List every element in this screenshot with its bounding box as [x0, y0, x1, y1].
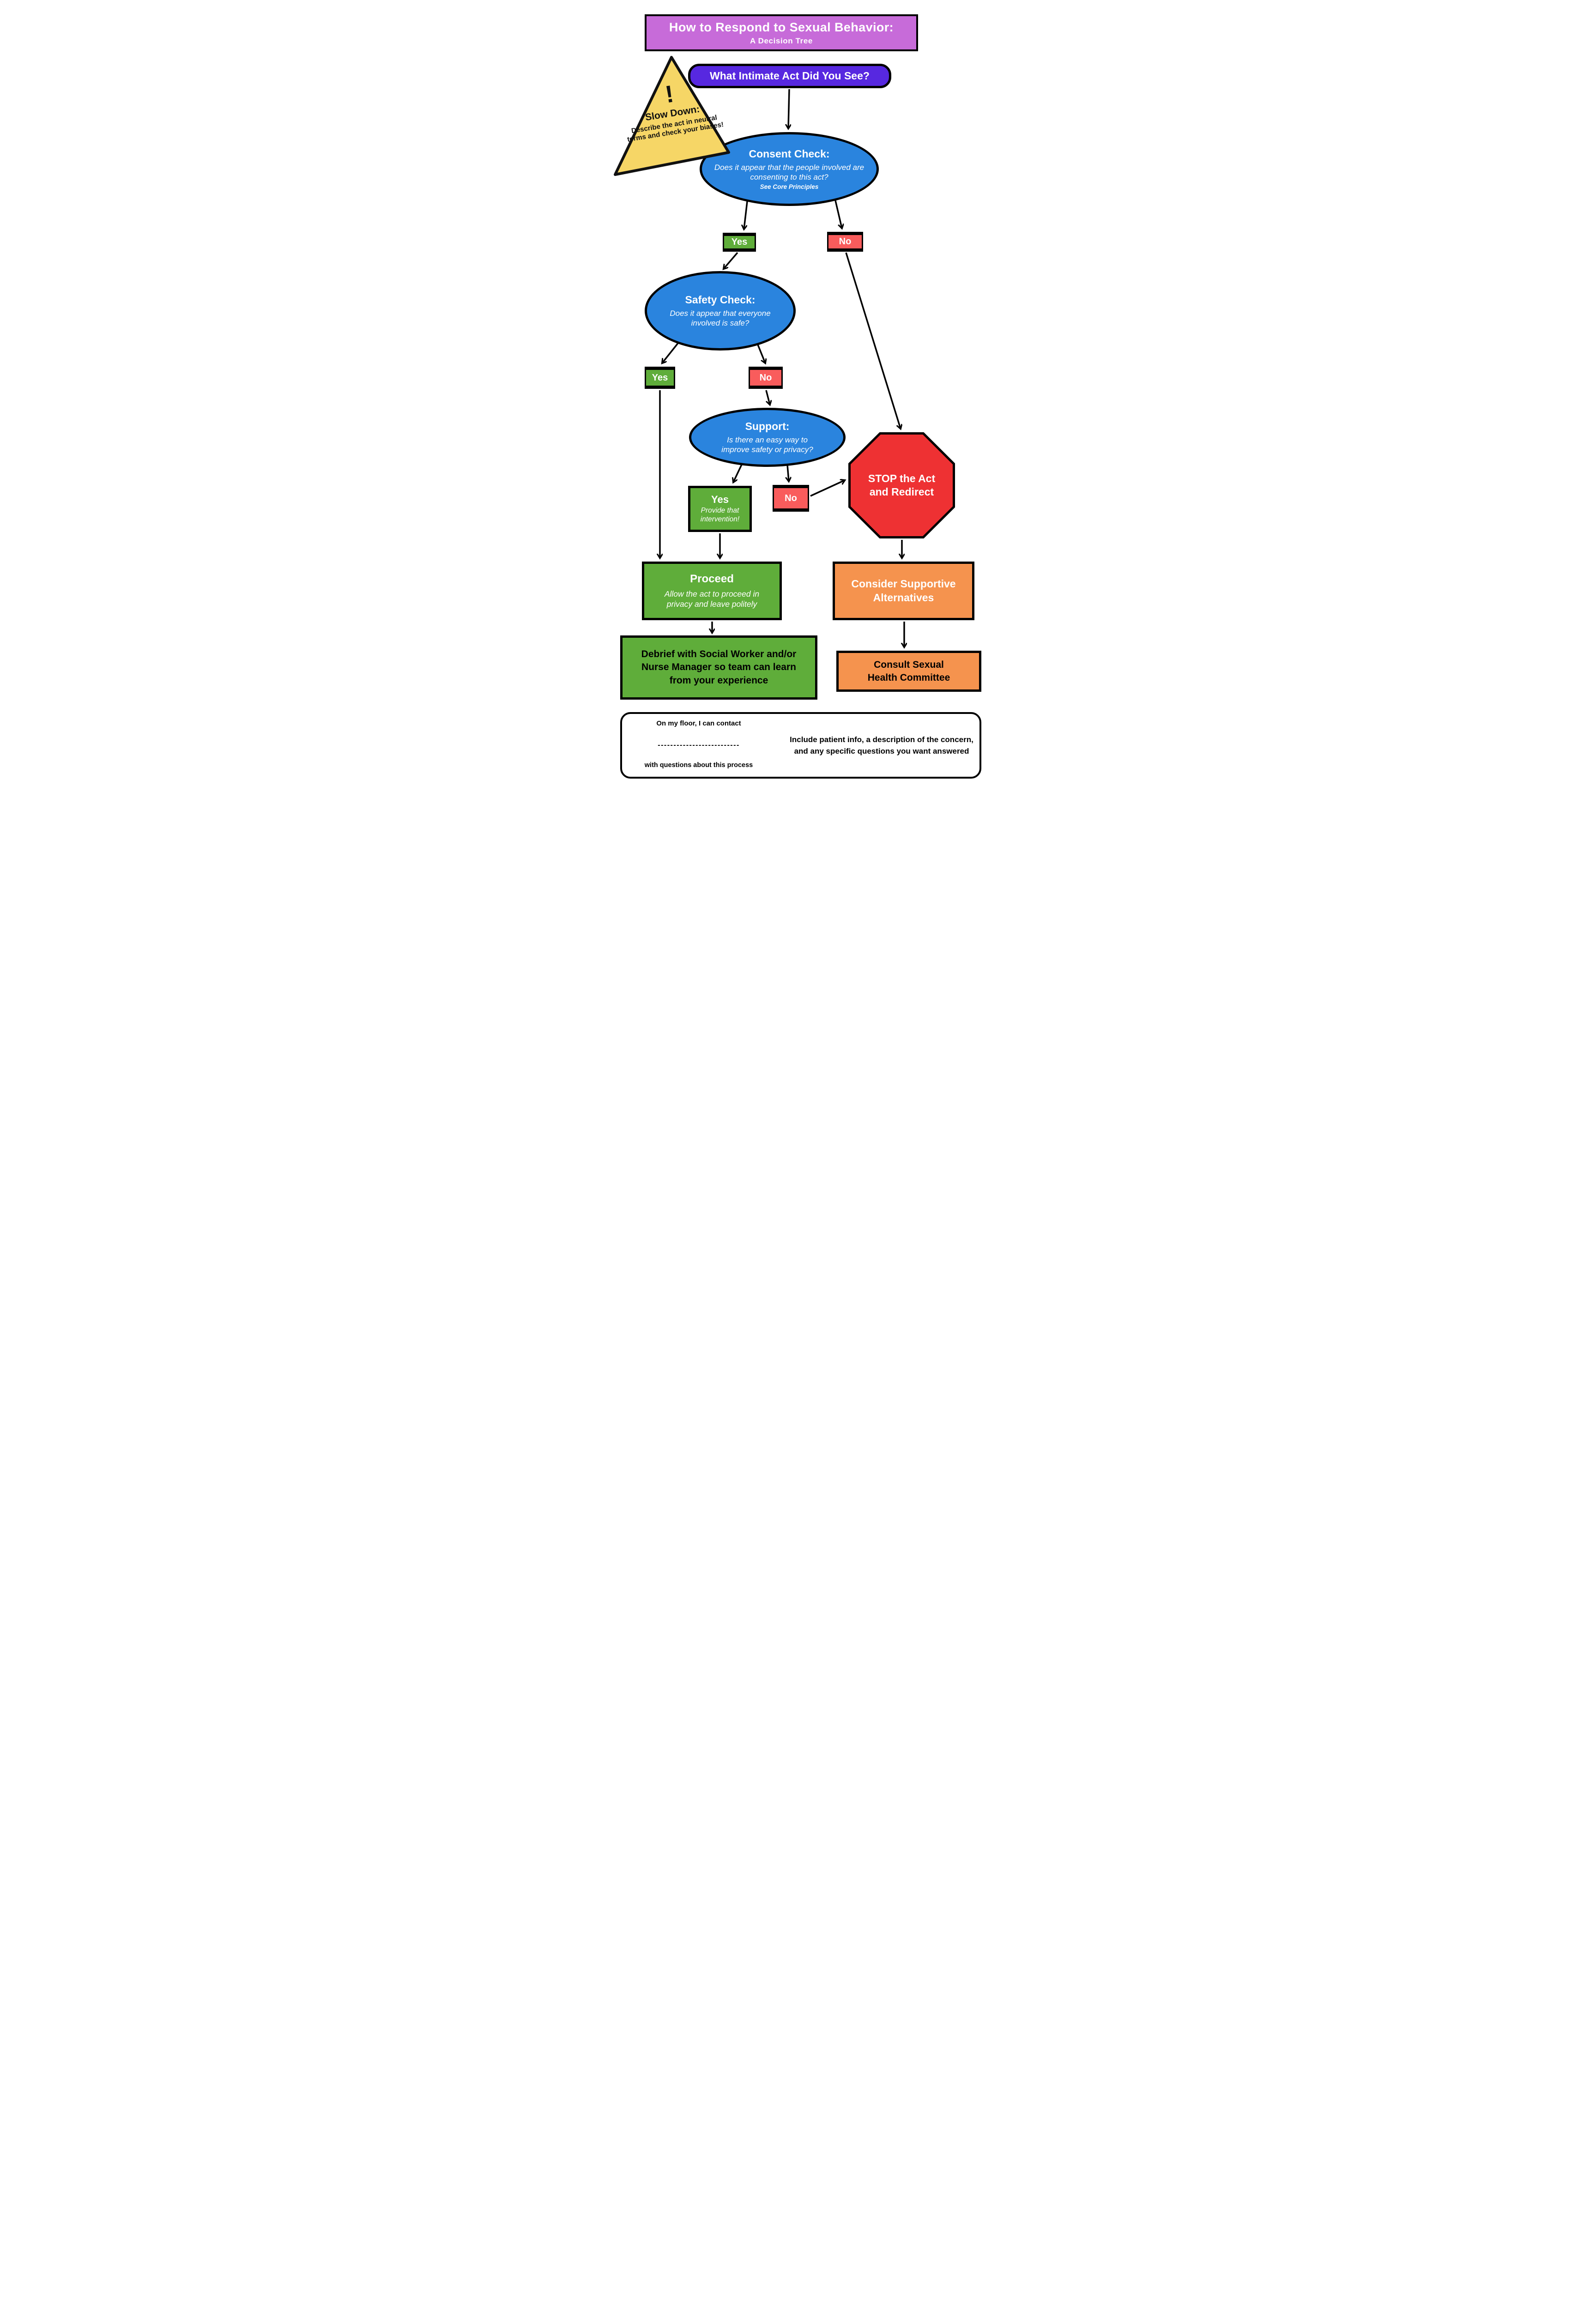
- proceed-sub: Allow the act to proceed in privacy and …: [664, 589, 760, 609]
- footer-contact-card: On my floor, I can contact -------------…: [620, 712, 981, 779]
- arrow-support-to-yes: [733, 463, 743, 482]
- yes-label: Yes: [711, 494, 729, 506]
- intervention-note: Provide that intervention!: [700, 507, 740, 523]
- node-support-no: No: [773, 485, 809, 512]
- octagon-fill: [851, 435, 953, 536]
- safety-title: Safety Check:: [685, 293, 756, 306]
- safety-question: Does it appear that everyone involved is…: [670, 308, 771, 327]
- slow-down-warning: ! Slow Down: Describe the act in neutral…: [612, 54, 732, 178]
- footer-contact-block: On my floor, I can contact -------------…: [634, 719, 763, 769]
- node-safety-no: No: [749, 367, 783, 389]
- yes-label: Yes: [652, 372, 668, 383]
- node-consent-no: No: [827, 232, 863, 252]
- arrow-consent-to-yes: [744, 201, 748, 229]
- node-intimate-act-question: What Intimate Act Did You See?: [688, 64, 891, 88]
- node-stop-octagon: STOP the Act and Redirect: [848, 432, 955, 538]
- arrow-consent-to-no: [834, 198, 842, 228]
- title-banner: How to Respond to Sexual Behavior: A Dec…: [645, 14, 918, 51]
- warning-triangle-icon: [614, 56, 730, 176]
- node-consent-yes: Yes: [723, 233, 756, 252]
- contact-line-1: On my floor, I can contact: [656, 719, 741, 727]
- alternatives-label: Consider Supportive Alternatives: [851, 577, 956, 604]
- node-safety-yes: Yes: [645, 367, 675, 389]
- arrow-question-to-consent: [788, 89, 789, 128]
- node-support: Support: Is there an easy way to improve…: [689, 408, 846, 467]
- footer-note-block: Include patient info, a description of t…: [785, 714, 979, 777]
- proceed-title: Proceed: [690, 572, 734, 585]
- node-proceed: Proceed Allow the act to proceed in priv…: [642, 562, 782, 620]
- no-label: No: [839, 236, 852, 247]
- arrow-no-to-stop-side: [810, 480, 845, 497]
- arrow-safety-to-no: [756, 343, 765, 363]
- stop-label: STOP the Act and Redirect: [868, 472, 936, 498]
- node-consult-committee: Consult Sexual Health Committee: [836, 651, 981, 692]
- arrow-safety-to-yes: [662, 342, 679, 363]
- support-question: Is there an easy way to improve safety o…: [721, 435, 813, 454]
- node-support-yes: Yes Provide that intervention!: [688, 486, 752, 532]
- consent-question: Does it appear that the people involved …: [714, 163, 864, 181]
- node-debrief: Debrief with Social Worker and/or Nurse …: [620, 635, 817, 700]
- committee-label: Consult Sexual Health Committee: [867, 659, 950, 683]
- decision-tree-poster: How to Respond to Sexual Behavior: A Dec…: [598, 0, 998, 798]
- arrow-yes-to-safety: [724, 252, 738, 269]
- arrow-no-to-stop: [845, 252, 901, 429]
- contact-blank-line: --------------------------: [658, 741, 740, 749]
- support-title: Support:: [745, 420, 790, 432]
- no-label: No: [785, 493, 797, 503]
- node-label: What Intimate Act Did You See?: [710, 70, 870, 82]
- node-safety-check: Safety Check: Does it appear that everyo…: [645, 271, 796, 351]
- poster-title: How to Respond to Sexual Behavior:: [669, 20, 894, 34]
- consent-note: See Core Principles: [760, 183, 819, 191]
- no-label: No: [759, 372, 772, 383]
- node-supportive-alternatives: Consider Supportive Alternatives: [833, 562, 974, 620]
- node-consent-check: Consent Check: Does it appear that the p…: [700, 132, 879, 206]
- yes-label: Yes: [731, 237, 748, 247]
- poster-subtitle: A Decision Tree: [750, 36, 813, 45]
- arrow-support-to-no: [787, 465, 789, 481]
- footer-note: Include patient info, a description of t…: [790, 735, 973, 756]
- contact-line-2: with questions about this process: [644, 762, 753, 769]
- debrief-label: Debrief with Social Worker and/or Nurse …: [641, 648, 797, 686]
- arrow-no-to-support: [765, 390, 770, 405]
- consent-title: Consent Check:: [749, 147, 830, 160]
